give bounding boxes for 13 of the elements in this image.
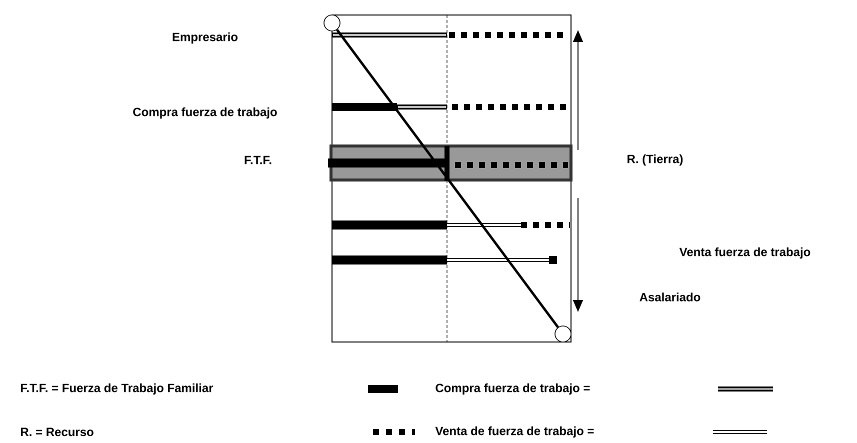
label: Empresario (172, 32, 238, 44)
diagonal-line (336, 29, 559, 328)
label: R. (Tierra) (628, 154, 683, 166)
legend-text: Compra fuerza de trabajo = (436, 383, 590, 395)
legend-text: Venta de fuerza de trabajo = (435, 426, 594, 438)
circle-marker (554, 326, 572, 342)
label: Compra fuerza de trabajo (133, 107, 277, 119)
label: Venta fuerza de trabajo (679, 247, 810, 259)
legend-text: F.T.F. = Fuerza de Trabajo Familiar (21, 383, 214, 395)
circle-marker (324, 14, 340, 32)
label: F.T.F. (244, 156, 272, 164)
legend-text: R. = Recurso (21, 428, 94, 436)
label: Asalariado (640, 292, 700, 302)
